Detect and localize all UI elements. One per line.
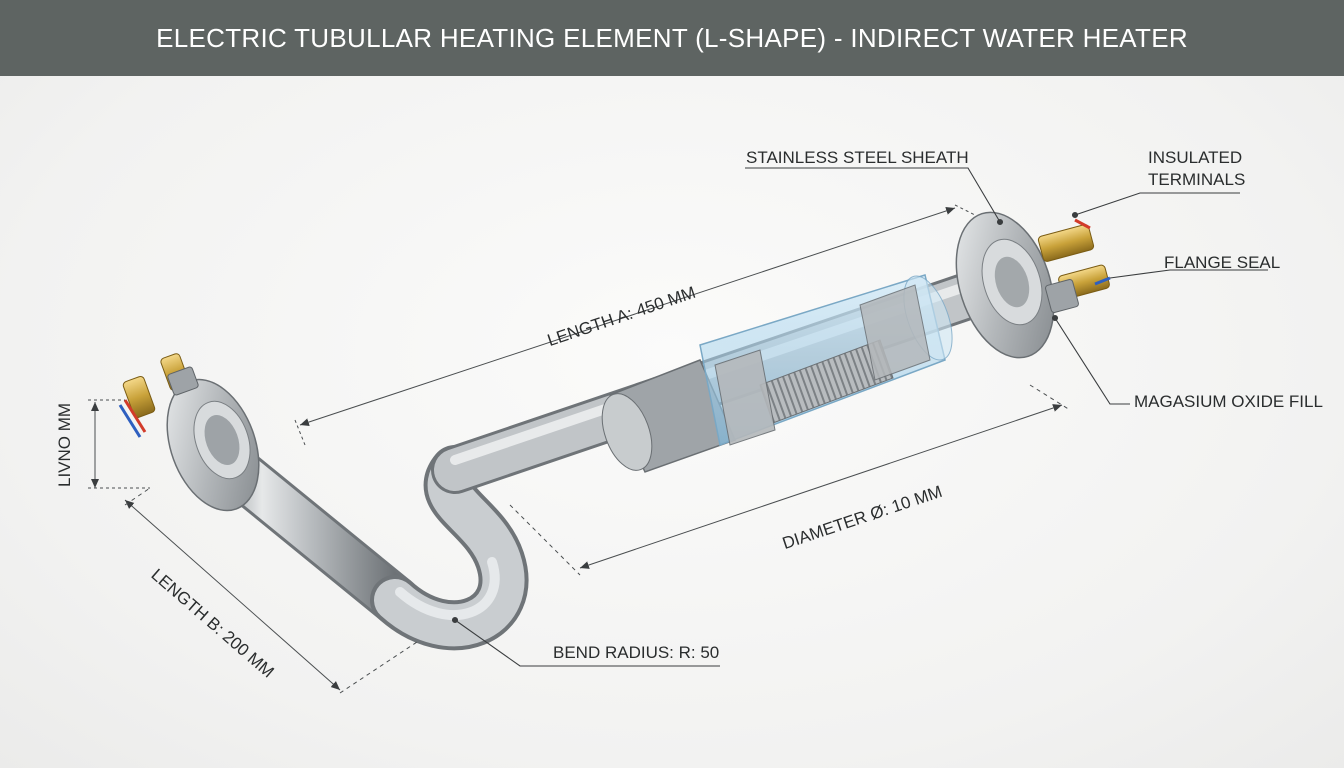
dimension-lines — [88, 204, 1071, 694]
diagram-canvas — [0, 76, 1344, 768]
label-magnesium-oxide-fill: MAGASIUM OXIDE FILL — [1134, 392, 1323, 411]
diagram-title: ELECTRIC TUBULLAR HEATING ELEMENT (L-SHA… — [156, 22, 1188, 53]
label-bend-radius: BEND RADIUS: R: 50 — [553, 643, 720, 662]
label-left-height: LIVNO MM — [55, 402, 74, 487]
label-stainless-steel-sheath: STAINLESS STEEL SHEATH — [746, 148, 969, 167]
left-terminals — [118, 353, 199, 438]
right-terminals — [1037, 218, 1111, 313]
title-bar: ELECTRIC TUBULLAR HEATING ELEMENT (L-SHA… — [0, 0, 1344, 76]
label-insulated-terminals: INSULATED TERMINALS — [1148, 148, 1246, 189]
heating-element-drawing — [88, 167, 1268, 694]
left-flange — [166, 378, 260, 512]
right-flange — [955, 211, 1055, 359]
leader-lines — [451, 167, 1268, 667]
label-flange-seal: FLANGE SEAL — [1164, 253, 1281, 272]
